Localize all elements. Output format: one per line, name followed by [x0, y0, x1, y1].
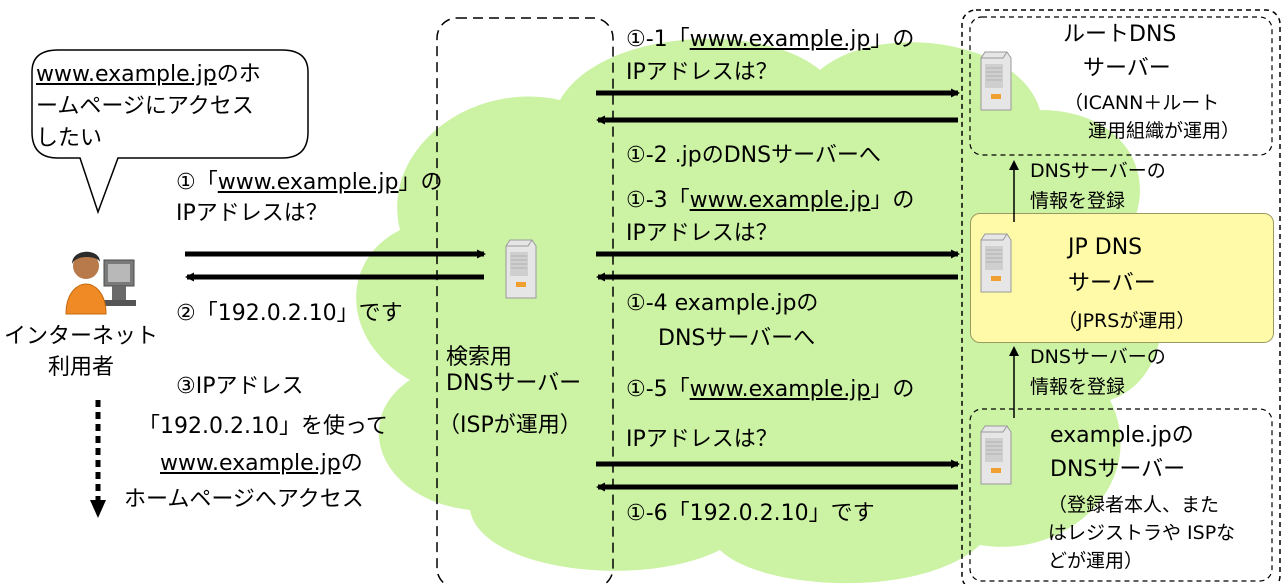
resolver-label-line-2: DNSサーバー — [446, 371, 582, 396]
step-1-url: www.example.jp — [217, 170, 399, 195]
example-server-note-line-3: どが運用） — [1048, 550, 1144, 572]
query-1-5-line-1: ①-5「www.example.jp」の — [626, 377, 914, 403]
example-server-note-line-1: （登録者本人、また — [1048, 494, 1220, 516]
root-server-note-line-1: （ICANN＋ルート — [1064, 92, 1220, 114]
step-1-line-2: IPアドレスは？ — [176, 201, 328, 226]
root-server-name-line-2: サーバー — [1083, 56, 1171, 81]
query-1-1-url: www.example.jp — [689, 27, 871, 52]
step-3-line-1: ③IPアドレス — [176, 374, 304, 399]
step-3-line-3: www.example.jpの — [160, 451, 363, 477]
server-tower-icon — [505, 239, 537, 299]
arrow-web-access-head — [90, 500, 106, 518]
query-1-1-suffix: 」の — [870, 27, 915, 52]
resolver-label-line-3: （ISPが運用） — [438, 413, 582, 438]
step-1-line-1: ①「www.example.jp」の — [176, 170, 442, 196]
answer-1-6-text: ①-6「192.0.2.10」です — [626, 501, 875, 526]
user-label-line-1: インターネット — [4, 324, 159, 349]
step-1-prefix: ①「 — [176, 170, 218, 195]
query-1-5-prefix: ①-5「 — [626, 377, 690, 402]
root-server-frame — [969, 16, 1273, 156]
query-1-1-prefix: ①-1「 — [626, 27, 690, 52]
step-3-line-2: 「192.0.2.10」を使って — [138, 414, 388, 439]
step-3-line-3-rest: の — [340, 451, 363, 476]
query-1-5-line-2: IPアドレスは？ — [626, 427, 778, 452]
registration-lower-line-1: DNSサーバーの — [1030, 346, 1166, 368]
resolver-label-line-1: 検索用 — [446, 345, 513, 370]
resolver-frame — [436, 17, 614, 584]
query-1-3-prefix: ①-3「 — [626, 188, 690, 213]
example-server-note-line-2: はレジストラや ISPな — [1048, 522, 1236, 544]
registration-upper-line-2: 情報を登録 — [1030, 190, 1126, 212]
query-1-3-line-2: IPアドレスは？ — [626, 221, 778, 246]
registration-lower-line-2: 情報を登録 — [1030, 376, 1126, 398]
answer-1-4-line-2: DNSサーバーへ — [658, 326, 816, 351]
user-at-computer-icon — [65, 251, 136, 315]
speech-bubble — [31, 49, 309, 215]
step-3-url: www.example.jp — [160, 451, 341, 476]
answer-1-2-text: ①-2 .jpのDNSサーバーへ — [626, 143, 881, 168]
server-tower-icon — [980, 233, 1012, 293]
root-server-note-line-2: 運用組織が運用） — [1088, 120, 1241, 142]
authoritative-servers-frame — [961, 9, 1281, 584]
bubble-line-1: www.example.jpのホ — [36, 62, 261, 88]
answer-1-4-line-1: ①-4 example.jpの — [626, 291, 819, 316]
jp-server-name-line-2: サーバー — [1068, 271, 1156, 296]
query-1-1-line-2: IPアドレスは？ — [626, 60, 778, 85]
server-tower-icon — [980, 51, 1012, 111]
bubble-line-2: ームページにアクセス — [36, 94, 254, 119]
example-server-name-line-1: example.jpの — [1050, 423, 1194, 448]
cloud-shape — [356, 38, 1163, 584]
query-1-3-url: www.example.jp — [689, 188, 871, 213]
user-label-line-2: 利用者 — [48, 355, 115, 380]
query-1-1-line-1: ①-1「www.example.jp」の — [626, 27, 914, 53]
query-1-5-suffix: 」の — [870, 377, 915, 402]
query-1-3-suffix: 」の — [870, 188, 915, 213]
bubble-line-1-rest: のホ — [216, 62, 261, 87]
step-3-line-4: ホームページへアクセス — [124, 487, 364, 512]
registration-upper-line-1: DNSサーバーの — [1030, 160, 1166, 182]
jp-server-note: （JPRSが運用） — [1058, 310, 1196, 332]
root-server-name-line-1: ルートDNS — [1063, 22, 1177, 47]
query-1-3-line-1: ①-3「www.example.jp」の — [626, 188, 914, 214]
jp-server-name-line-1: JP DNS — [1068, 235, 1143, 260]
bubble-line-3: したい — [36, 126, 103, 151]
server-tower-icon — [980, 425, 1012, 485]
query-1-5-url: www.example.jp — [689, 377, 871, 402]
step-2-text: ②「192.0.2.10」です — [176, 301, 403, 326]
step-1-suffix: 」の — [398, 170, 443, 195]
example-server-name-line-2: DNSサーバー — [1050, 457, 1186, 482]
bubble-url: www.example.jp — [36, 62, 217, 87]
jp-dns-server-box — [970, 213, 1274, 343]
example-server-frame — [969, 408, 1273, 582]
